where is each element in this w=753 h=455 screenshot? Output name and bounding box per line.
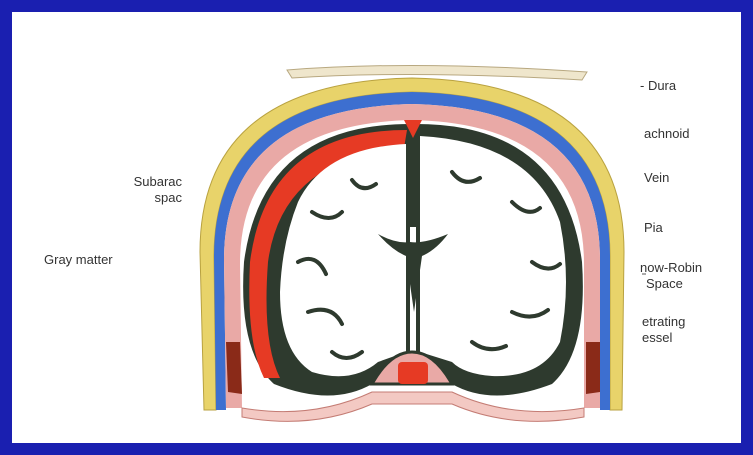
label-penetrating-1: etrating xyxy=(642,314,685,330)
slide: - Dura achnoid Vein Pia now-Robin Space … xyxy=(12,12,741,443)
left-bridging-vein xyxy=(226,342,242,394)
scalp-layer xyxy=(287,65,587,80)
basilar-vessel xyxy=(398,362,428,384)
label-vein: Vein xyxy=(644,170,669,186)
right-bridging-vein xyxy=(586,342,600,394)
label-subarachnoid-2: spac xyxy=(102,190,182,206)
label-dura: - Dura xyxy=(640,78,676,94)
label-arachnoid: achnoid xyxy=(644,126,690,142)
label-virchow-robin-2: Space xyxy=(646,276,683,292)
label-gray-matter: Gray matter xyxy=(44,252,113,268)
brain-coronal-section-diagram xyxy=(12,12,741,443)
label-penetrating-2: essel xyxy=(642,330,672,346)
skull-base-band xyxy=(242,392,584,421)
label-virchow-robin-1: now-Robin xyxy=(640,260,702,276)
label-pia: Pia xyxy=(644,220,663,236)
label-subarachnoid-1: Subarac xyxy=(102,174,182,190)
